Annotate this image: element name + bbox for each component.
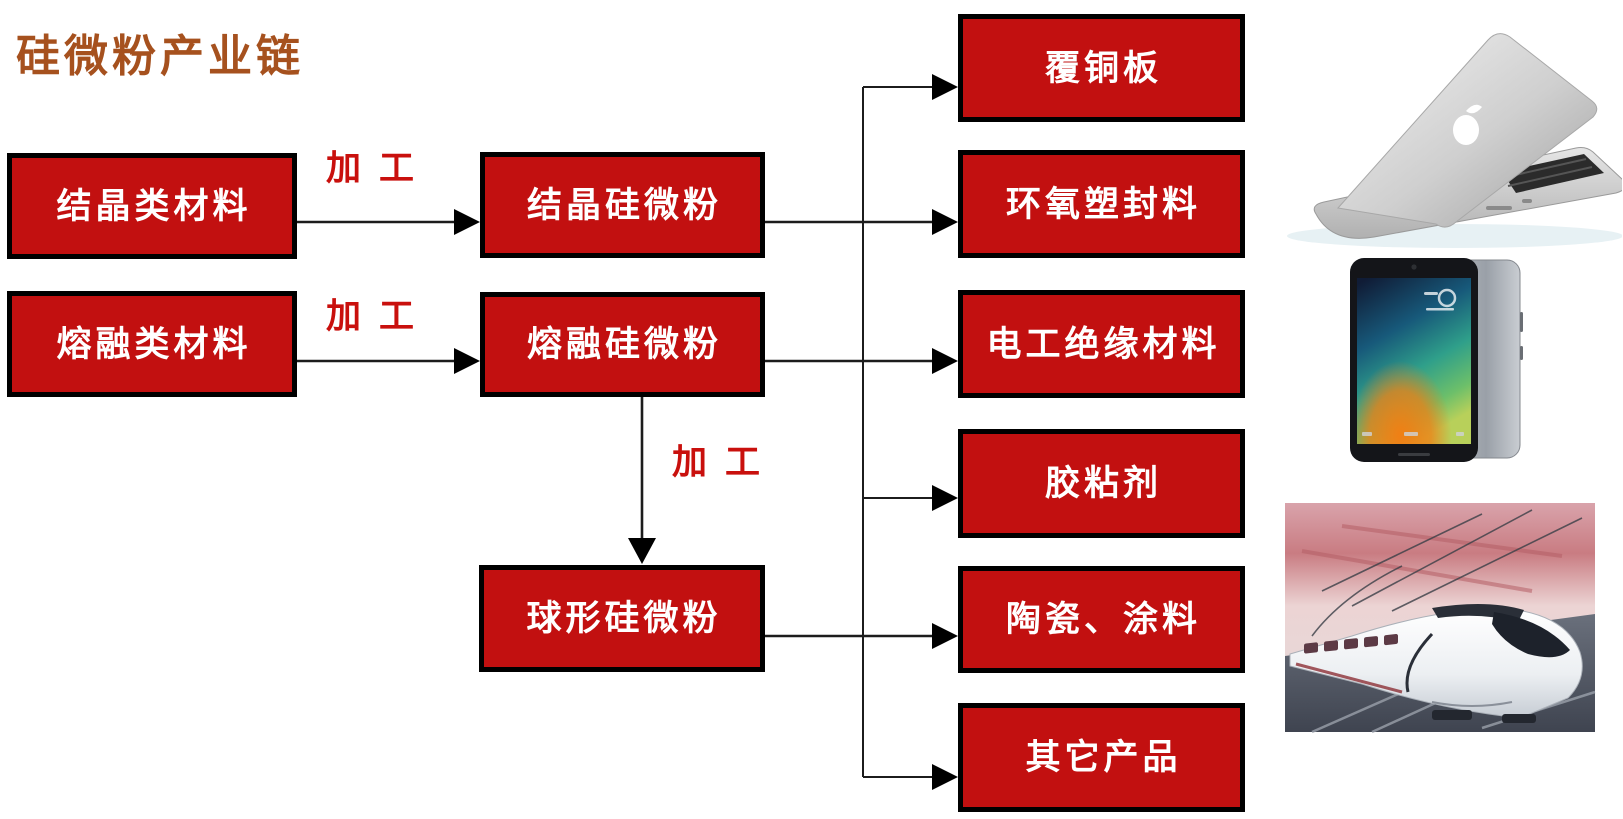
node-other-products: 其它产品 [958, 703, 1245, 812]
smartphone-image [1350, 258, 1523, 462]
process-label-top: 加工 [326, 148, 433, 189]
node-fused-silica-powder: 熔融硅微粉 [480, 292, 765, 397]
process-label-vertical: 加工 [672, 442, 779, 483]
node-fused-raw-material: 熔融类材料 [7, 291, 297, 397]
process-label-middle: 加工 [326, 296, 433, 337]
node-ceramics-coatings: 陶瓷、涂料 [958, 566, 1245, 673]
page-title: 硅微粉产业链 [16, 31, 304, 82]
node-epoxy-molding-compound: 环氧塑封料 [958, 150, 1245, 258]
node-electrical-insulation: 电工绝缘材料 [958, 290, 1245, 398]
node-copper-clad-laminate: 覆铜板 [958, 14, 1245, 122]
train-image [1285, 503, 1596, 734]
laptop-image [1287, 33, 1622, 248]
node-adhesive: 胶粘剂 [958, 429, 1245, 538]
node-crystalline-raw-material: 结晶类材料 [7, 153, 297, 259]
node-crystalline-silica-powder: 结晶硅微粉 [480, 152, 765, 258]
node-spherical-silica-powder: 球形硅微粉 [479, 565, 765, 672]
